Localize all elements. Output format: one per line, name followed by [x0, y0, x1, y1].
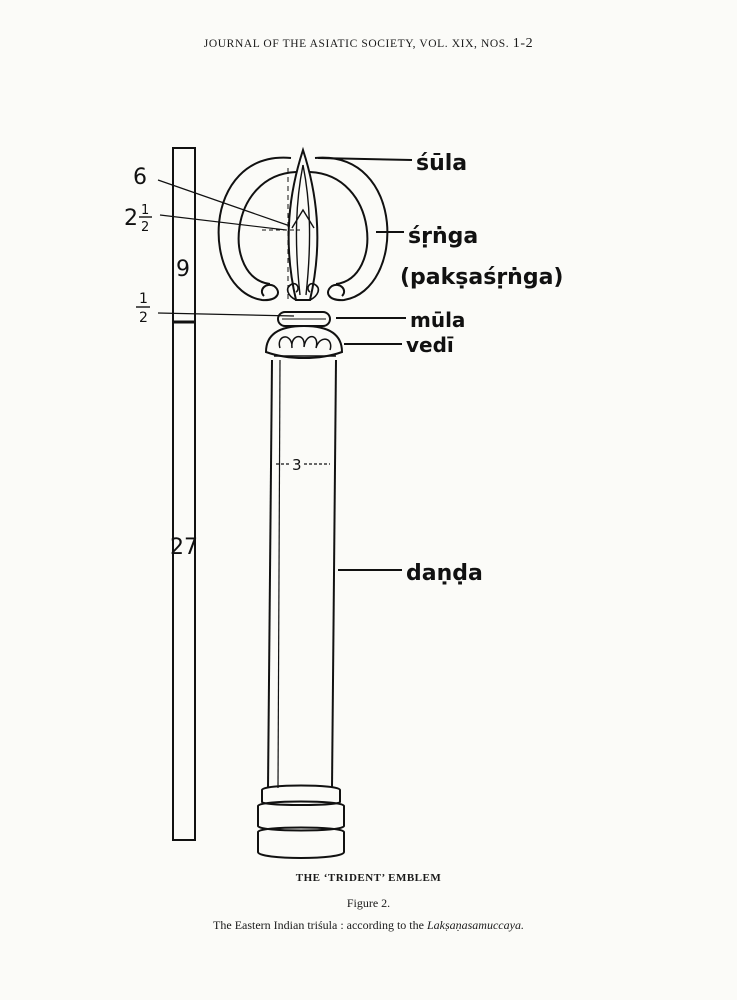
measure-27: 27: [170, 535, 198, 560]
label-paksasrnga: (pakṣaśṛṅga): [400, 265, 563, 290]
left-wing-inner: [237, 171, 297, 285]
leader-2half: [159, 214, 287, 231]
vedi-capital: [264, 324, 344, 359]
journal-title: JOURNAL OF THE ASIATIC SOCIETY, VOL. XIX…: [203, 38, 510, 50]
shaft-right-edge: [331, 359, 337, 789]
left-wing-outer: [217, 156, 292, 302]
label-srnga: śṛṅga: [408, 224, 478, 249]
measure-9: 9: [176, 257, 190, 282]
figure-number: Figure 2.: [346, 896, 391, 910]
blade-ridge-right: [302, 164, 311, 296]
leader-sula: [317, 157, 413, 161]
measurement-bar: [172, 147, 196, 841]
label-vedi: vedī: [406, 333, 454, 357]
right-wing-inner: [309, 171, 369, 285]
base-ring-1: [261, 784, 341, 806]
right-scroll: [307, 282, 320, 301]
left-scroll: [286, 282, 299, 301]
description-text: The Eastern Indian triśula : according t…: [213, 918, 424, 932]
blade-facet: [291, 208, 315, 229]
measure-2-frac-den: 2: [141, 220, 149, 235]
central-blade: [287, 146, 319, 301]
measure-6: 6: [133, 165, 147, 190]
description-source: Lakṣaṇasamuccaya.: [426, 918, 524, 932]
measure-half-den: 2: [139, 310, 148, 326]
label-danda: daṇḍa: [406, 561, 483, 586]
shaft-left-edge: [267, 359, 273, 789]
blade-ridge-left: [295, 164, 304, 296]
leader-half: [157, 312, 295, 317]
right-wing-outer: [314, 156, 389, 302]
figure-description: The Eastern Indian triśula : according t…: [0, 918, 737, 933]
measure-2-frac-num: 1: [141, 203, 149, 218]
running-header: JOURNAL OF THE ASIATIC SOCIETY, VOL. XIX…: [0, 36, 737, 52]
measure-half-num: 1: [139, 291, 148, 307]
leader-6: [157, 179, 291, 227]
label-sula: śūla: [416, 151, 467, 176]
emblem-title: THE ‘TRIDENT’ EMBLEM: [295, 872, 442, 884]
issue-numbers: 1-2: [512, 36, 534, 51]
label-mula: mūla: [410, 308, 465, 332]
measure-3: 3: [292, 456, 302, 474]
measure-2-whole: 2: [124, 206, 138, 231]
base-ring-3: [257, 826, 345, 859]
